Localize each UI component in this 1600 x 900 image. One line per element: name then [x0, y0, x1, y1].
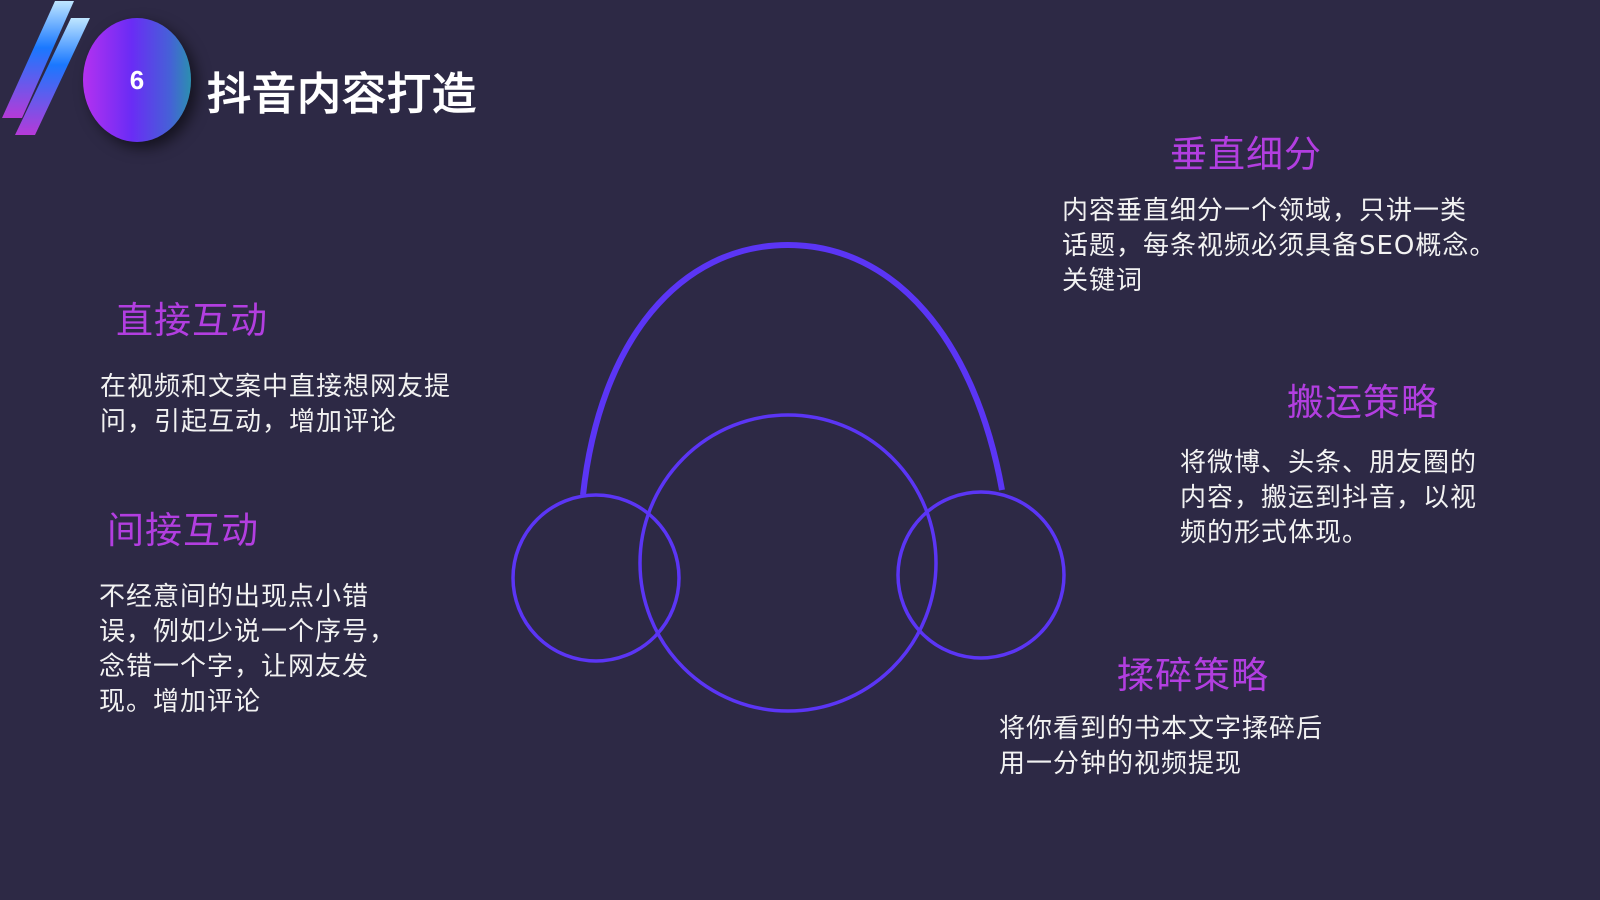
center-circle — [638, 413, 938, 713]
body-line: 话题，每条视频必须具备SEO概念。 — [1062, 231, 1497, 261]
section-body-repost: 将微博、头条、朋友圈的 内容，搬运到抖音，以视 频的形式体现。 — [1180, 446, 1540, 551]
decorative-slashes — [2, 1, 90, 135]
page-title: 抖音内容打造 — [207, 69, 477, 120]
section-number-badge: 6 — [83, 18, 191, 142]
section-title-shred: 揉碎策略 — [1117, 654, 1269, 697]
right-circle — [896, 490, 1066, 660]
body-line: 将微博、头条、朋友圈的 — [1180, 448, 1478, 478]
arch-band — [580, 241, 1005, 496]
body-line: 用一分钟的视频提现 — [999, 749, 1243, 779]
section-title-vertical: 垂直细分 — [1170, 133, 1322, 176]
left-circle — [511, 493, 681, 663]
section-body-vertical: 内容垂直细分一个领域，只讲一类 话题，每条视频必须具备SEO概念。 关键词 — [1062, 194, 1542, 299]
badge-number: 6 — [129, 64, 145, 95]
body-line: 关键词 — [1062, 266, 1144, 296]
body-line: 频的形式体现。 — [1180, 518, 1370, 548]
section-title-indirect: 间接互动 — [107, 509, 259, 552]
section-body-direct: 在视频和文案中直接想网友提 问，引起互动，增加评论 — [100, 370, 520, 440]
section-title-direct: 直接互动 — [116, 299, 268, 342]
section-body-shred: 将你看到的书本文字揉碎后 用一分钟的视频提现 — [999, 712, 1419, 782]
body-line: 不经意间的出现点小错 — [99, 582, 370, 612]
body-line: 内容，搬运到抖音，以视 — [1180, 483, 1478, 513]
body-line: 在视频和文案中直接想网友提 — [100, 372, 452, 402]
body-line: 将你看到的书本文字揉碎后 — [999, 714, 1324, 744]
body-line: 问，引起互动，增加评论 — [100, 407, 398, 437]
section-title-repost: 搬运策略 — [1287, 381, 1439, 424]
body-line: 现。增加评论 — [99, 687, 262, 717]
section-body-indirect: 不经意间的出现点小错 误，例如少说一个序号， 念错一个字，让网友发 现。增加评论 — [99, 580, 459, 720]
body-line: 误，例如少说一个序号， — [99, 617, 397, 647]
body-line: 内容垂直细分一个领域，只讲一类 — [1062, 196, 1468, 226]
body-line: 念错一个字，让网友发 — [99, 652, 370, 682]
